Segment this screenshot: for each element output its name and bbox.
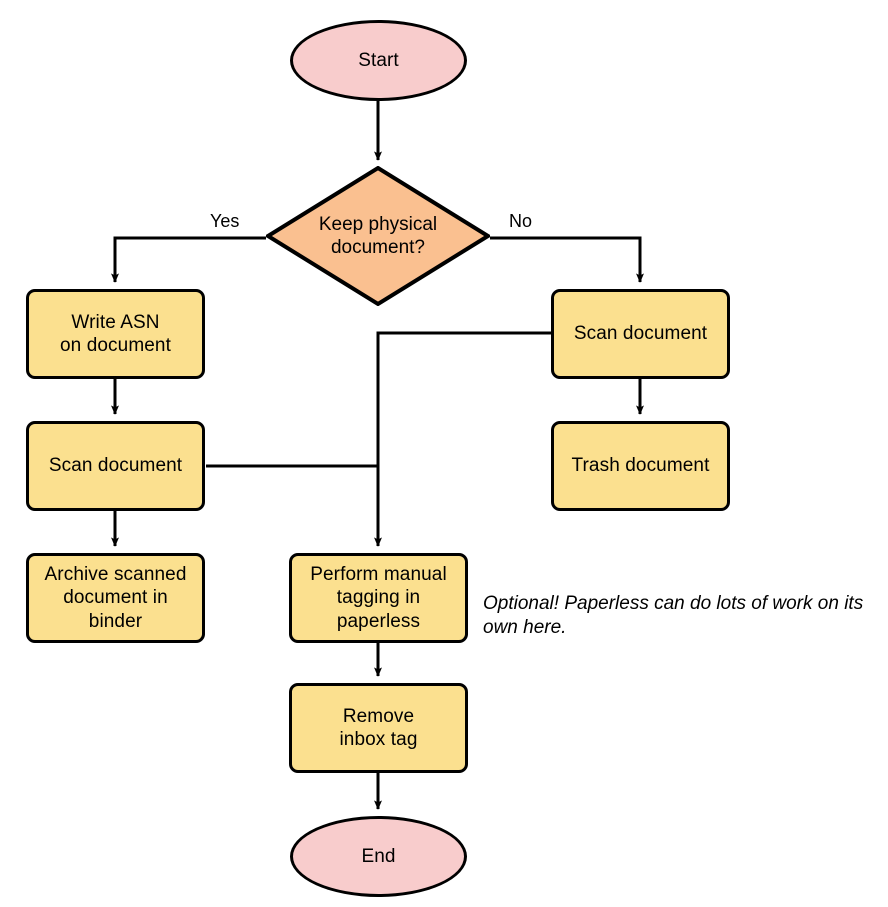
node-start[interactable]: Start [290, 20, 467, 101]
note-optional-paperless: Optional! Paperless can do lots of work … [483, 593, 864, 639]
node-archive-label: Archive scanned document in binder [44, 564, 187, 632]
node-tagging-label: Perform manual tagging in paperless [310, 564, 447, 632]
connector-scan-right-to-tagging [374, 331, 551, 547]
node-scan-document-left[interactable]: Scan document [26, 421, 205, 511]
node-remove-inbox-tag-label: Remove inbox tag [339, 705, 418, 750]
diamond-shape [266, 166, 490, 306]
node-decision-label: Keep physical document? [318, 213, 438, 258]
node-perform-manual-tagging[interactable]: Perform manual tagging in paperless [289, 553, 468, 643]
edge-label-no: No [509, 211, 533, 231]
edge-label-yes: Yes [210, 211, 240, 231]
connector-decision-no-to-scan-right [490, 236, 644, 283]
node-trash-document[interactable]: Trash document [551, 421, 730, 511]
node-write-asn-label: Write ASN on document [60, 311, 171, 356]
node-remove-inbox-tag[interactable]: Remove inbox tag [289, 683, 468, 773]
node-archive-scanned-document[interactable]: Archive scanned document in binder [26, 553, 205, 643]
node-end-label: End [361, 845, 396, 867]
node-scan-document-right-label: Scan document [573, 323, 708, 345]
connector-decision-yes-to-write-asn [111, 236, 266, 283]
node-scan-document-right[interactable]: Scan document [551, 289, 730, 379]
node-scan-document-left-label: Scan document [48, 455, 183, 477]
node-write-asn-on-document[interactable]: Write ASN on document [26, 289, 205, 379]
node-start-label: Start [358, 49, 399, 71]
node-trash-document-label: Trash document [571, 455, 710, 477]
node-end[interactable]: End [290, 816, 467, 897]
node-keep-physical-document-decision[interactable]: Keep physical document? [266, 166, 490, 306]
